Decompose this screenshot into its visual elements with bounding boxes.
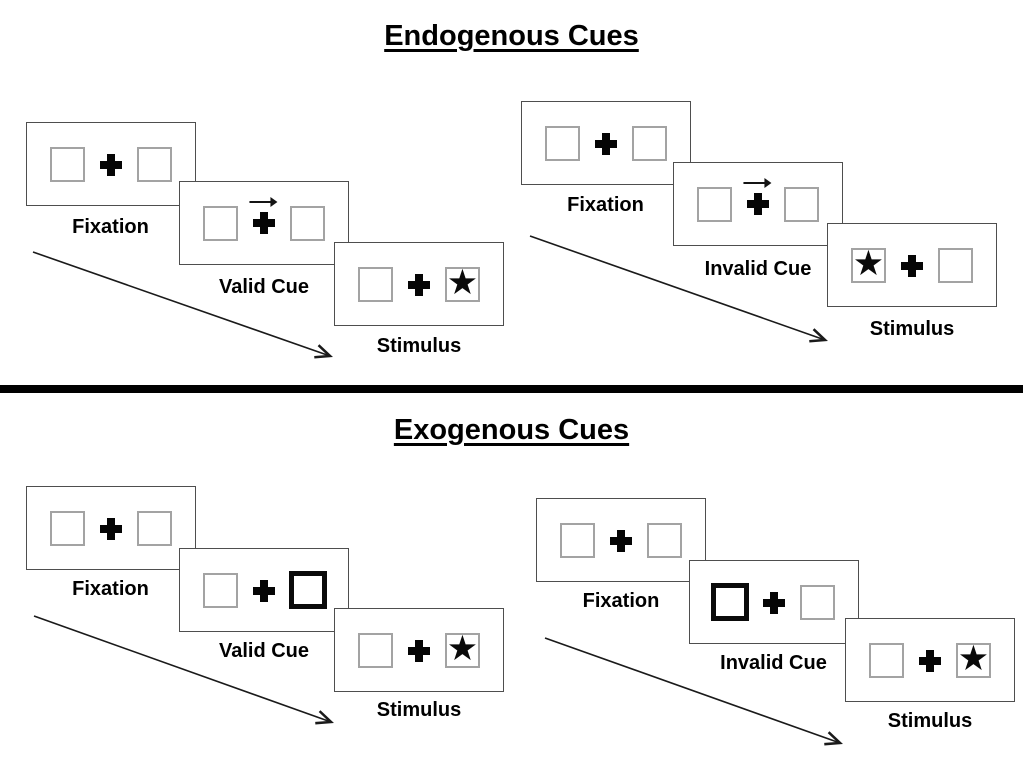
step-label-fixation: Fixation <box>72 216 149 238</box>
star-icon: ★ <box>852 243 885 284</box>
step-label-stimulus: Stimulus <box>376 699 462 721</box>
fixation-cross-icon <box>100 154 122 176</box>
fixation-panel <box>26 122 196 206</box>
fixation-cross-icon <box>253 580 275 602</box>
left-placeholder-box <box>203 573 238 608</box>
right-placeholder-box <box>290 206 325 241</box>
right-stimulus-box: ★ <box>445 262 480 303</box>
valid-cue-panel <box>179 181 349 265</box>
step-label-valid-cue: Valid Cue <box>218 276 310 298</box>
fixation-cross-icon <box>408 640 430 662</box>
left-placeholder-box <box>50 511 85 546</box>
right-stimulus-box: ★ <box>445 628 480 669</box>
right-arrow-icon <box>249 197 278 207</box>
invalid-cue-panel <box>689 560 859 644</box>
right-placeholder-box <box>137 511 172 546</box>
step-label-valid-cue: Valid Cue <box>218 640 310 662</box>
star-icon: ★ <box>957 638 990 679</box>
step-label-invalid-cue: Invalid Cue <box>704 258 812 280</box>
left-placeholder-box <box>50 147 85 182</box>
left-placeholder-box <box>545 126 580 161</box>
fixation-cross-icon <box>408 274 430 296</box>
step-label-fixation: Fixation <box>582 590 660 612</box>
fixation-cross-icon <box>595 133 617 155</box>
left-stimulus-box: ★ <box>851 243 886 284</box>
left-placeholder-box <box>358 633 393 668</box>
fixation-panel <box>536 498 706 582</box>
right-placeholder-box <box>800 585 835 620</box>
section-divider <box>0 385 1023 393</box>
fixation-cross-icon <box>763 592 785 614</box>
bold-cue-box <box>711 583 749 621</box>
fixation-cross-icon <box>919 650 941 672</box>
fixation-cross-icon <box>100 518 122 540</box>
left-placeholder-box <box>358 267 393 302</box>
timeline-arrow <box>529 235 828 343</box>
right-placeholder-box <box>632 126 667 161</box>
stimulus-panel: ★ <box>845 618 1015 702</box>
right-placeholder-box <box>647 523 682 558</box>
section-title-endogenous: Endogenous Cues <box>384 20 639 52</box>
bold-cue-box <box>289 571 327 609</box>
step-label-fixation: Fixation <box>567 194 644 216</box>
step-label-invalid-cue: Invalid Cue <box>720 652 827 674</box>
fixation-cross-icon <box>610 530 632 552</box>
step-label-fixation: Fixation <box>72 578 149 600</box>
left-placeholder-box <box>560 523 595 558</box>
step-label-stimulus: Stimulus <box>376 335 462 357</box>
left-placeholder-box <box>869 643 904 678</box>
stimulus-panel: ★ <box>334 608 504 692</box>
stimulus-panel: ★ <box>827 223 997 307</box>
step-label-stimulus: Stimulus <box>869 318 955 340</box>
right-placeholder-box <box>938 248 973 283</box>
fixation-cross-icon <box>253 212 275 234</box>
star-icon: ★ <box>446 628 479 669</box>
right-stimulus-box: ★ <box>956 638 991 679</box>
right-placeholder-box <box>137 147 172 182</box>
star-icon: ★ <box>446 262 479 303</box>
timeline-arrow <box>32 251 333 359</box>
fixation-panel <box>26 486 196 570</box>
valid-cue-panel <box>179 548 349 632</box>
fixation-panel <box>521 101 691 185</box>
invalid-cue-panel <box>673 162 843 246</box>
left-placeholder-box <box>697 187 732 222</box>
left-placeholder-box <box>203 206 238 241</box>
fixation-cross-icon <box>901 255 923 277</box>
section-title-exogenous: Exogenous Cues <box>393 414 630 446</box>
step-label-stimulus: Stimulus <box>887 710 973 732</box>
right-arrow-icon <box>743 178 772 188</box>
fixation-cross-icon <box>747 193 769 215</box>
right-placeholder-box <box>784 187 819 222</box>
stimulus-panel: ★ <box>334 242 504 326</box>
